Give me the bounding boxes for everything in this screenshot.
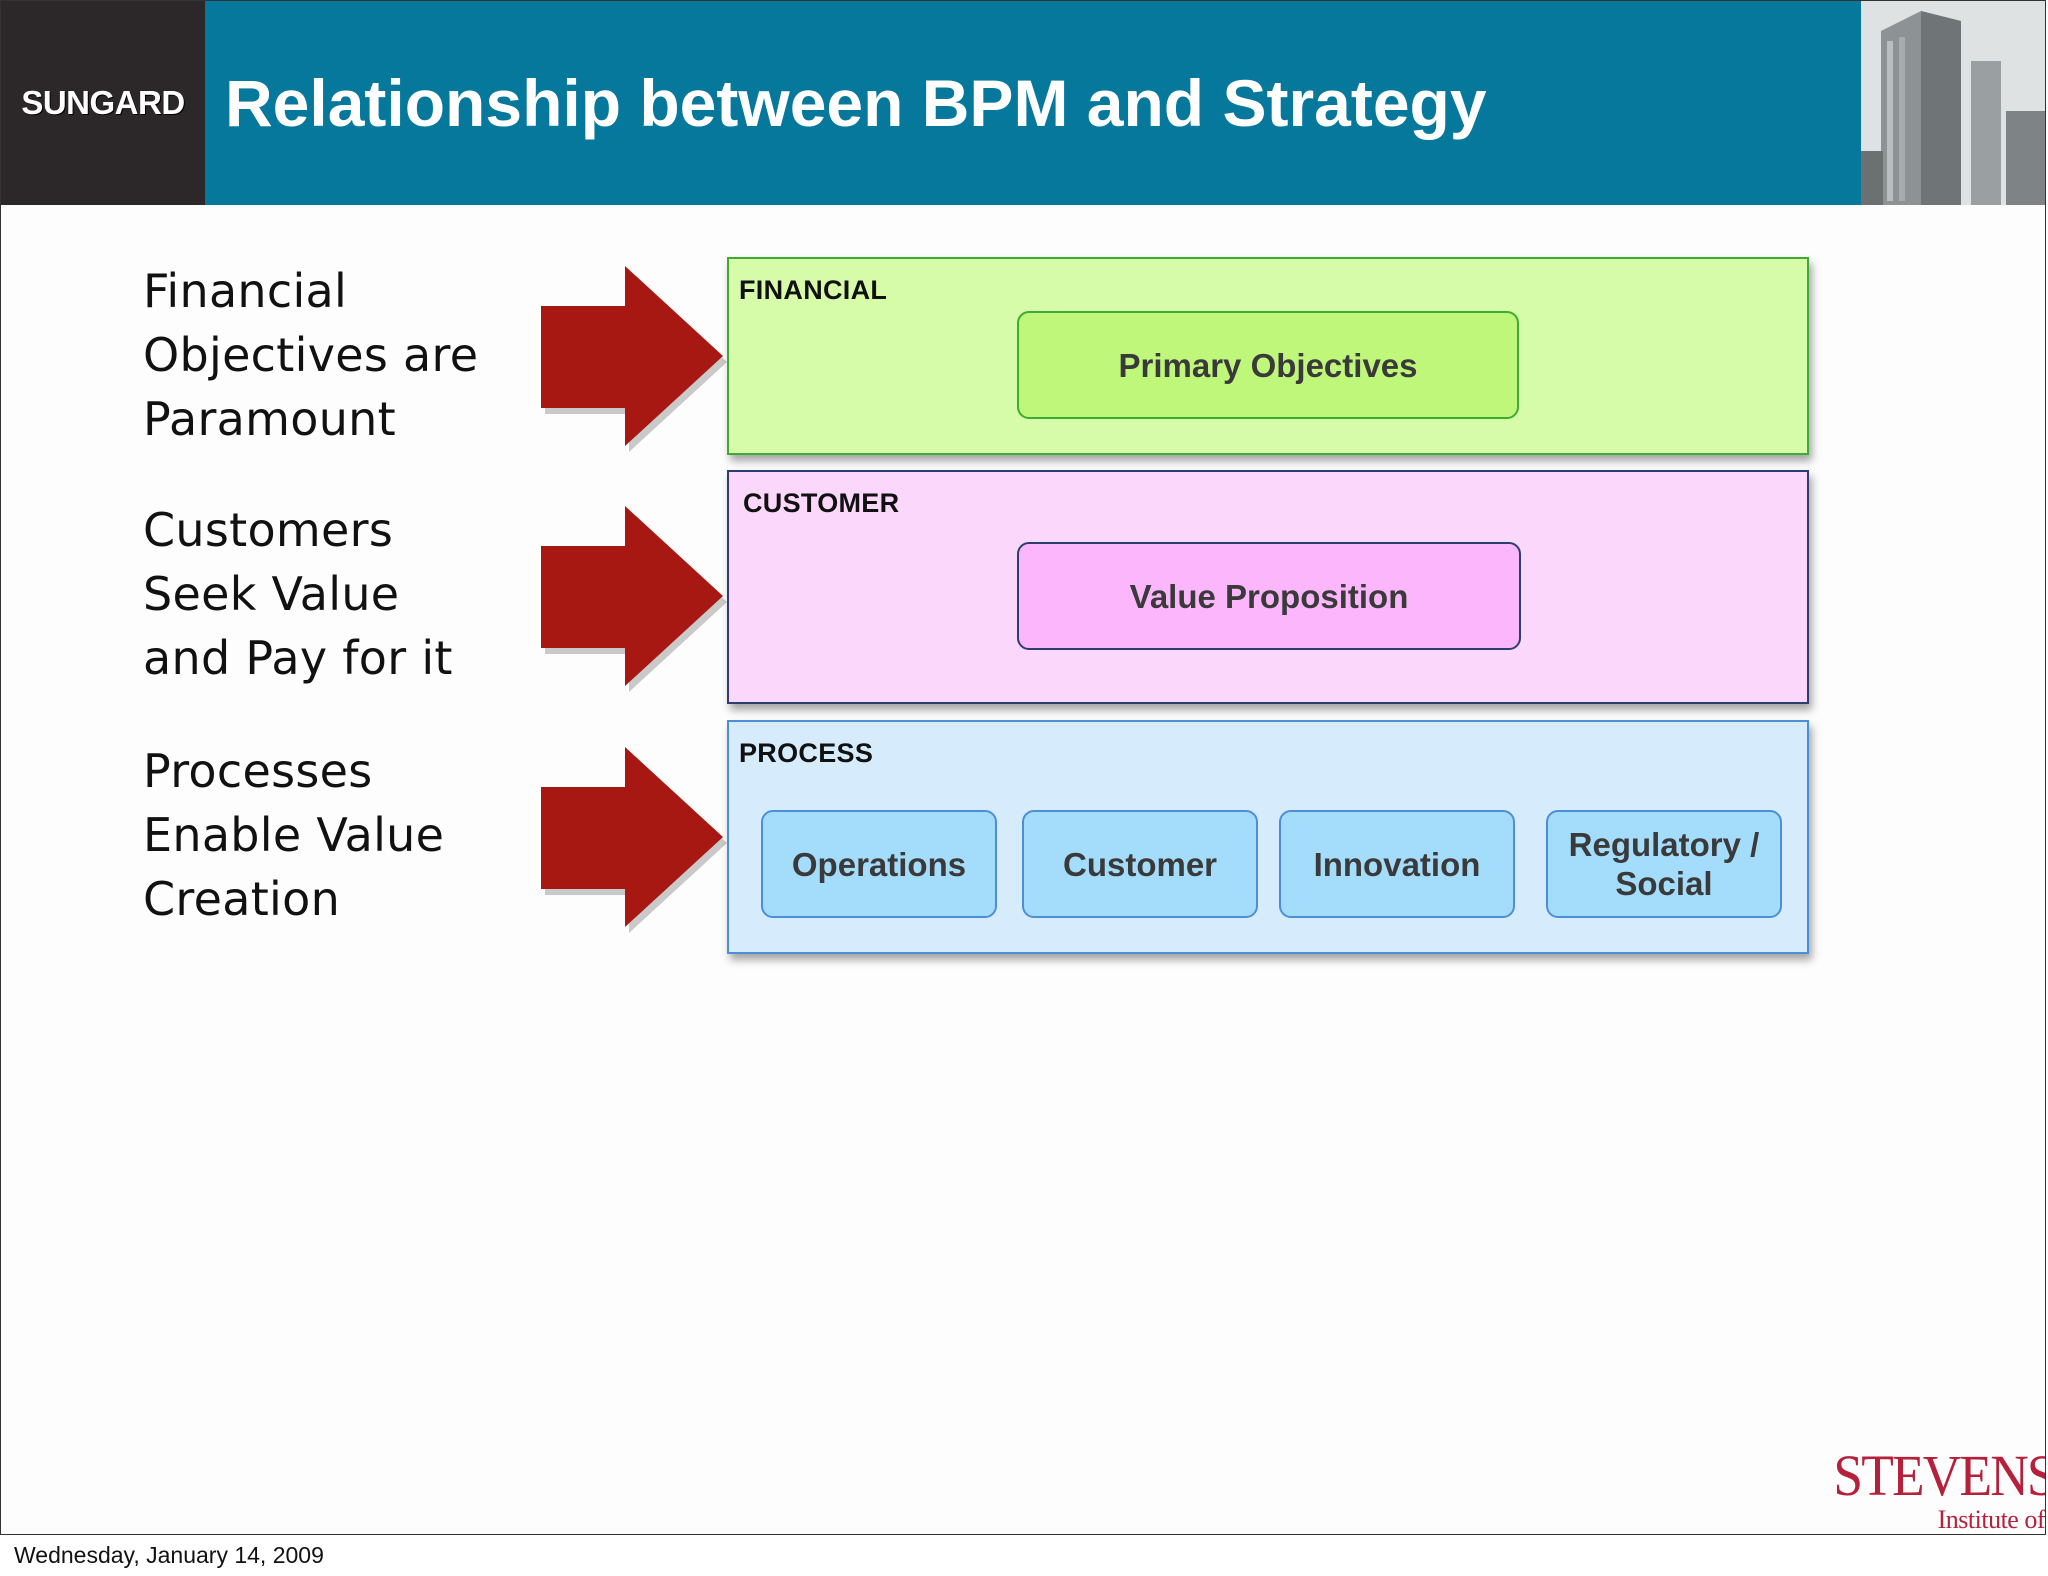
slide: SUNGARD Relationship between BPM and Str… bbox=[0, 0, 2046, 1535]
statement-financial: Financial Objectives are Paramount bbox=[143, 264, 479, 446]
panel-label-financial: FINANCIAL bbox=[739, 275, 888, 305]
arrow-customer bbox=[537, 502, 727, 692]
panel-label-process: PROCESS bbox=[739, 738, 874, 768]
arrow-process bbox=[537, 743, 727, 933]
box-value-proposition: Value Proposition bbox=[1017, 542, 1521, 650]
panel-label-customer: CUSTOMER bbox=[743, 488, 900, 518]
box-primary-objectives: Primary Objectives bbox=[1017, 311, 1519, 419]
building-photo bbox=[1861, 1, 2045, 205]
footer-date: Wednesday, January 14, 2009 bbox=[14, 1542, 324, 1568]
stevens-logo-name: STEVENS bbox=[1833, 1443, 2046, 1508]
arrow-financial bbox=[537, 262, 727, 452]
statement-customer: Customers Seek Value and Pay for it bbox=[143, 503, 453, 685]
sungard-logo-text: SUNGARD bbox=[21, 84, 185, 121]
stevens-logo: STEVENS Institute of Technology bbox=[1815, 1445, 2045, 1535]
stevens-logo-subtitle: Institute of Technology bbox=[1928, 1505, 2045, 1535]
panel-customer: CUSTOMER Value Proposition bbox=[727, 470, 1809, 704]
panel-process: PROCESS Operations Customer Innovation R… bbox=[727, 720, 1809, 954]
panel-financial: FINANCIAL Primary Objectives bbox=[727, 257, 1809, 455]
box-operations: Operations bbox=[761, 810, 997, 918]
statement-process: Processes Enable Value Creation bbox=[143, 744, 445, 926]
sungard-logo: SUNGARD bbox=[1, 1, 205, 205]
box-customer: Customer bbox=[1022, 810, 1258, 918]
box-regulatory-social: Regulatory / Social bbox=[1546, 810, 1782, 918]
box-innovation: Innovation bbox=[1279, 810, 1515, 918]
slide-title: Relationship between BPM and Strategy bbox=[225, 66, 1487, 140]
slide-header: SUNGARD Relationship between BPM and Str… bbox=[1, 1, 2045, 205]
